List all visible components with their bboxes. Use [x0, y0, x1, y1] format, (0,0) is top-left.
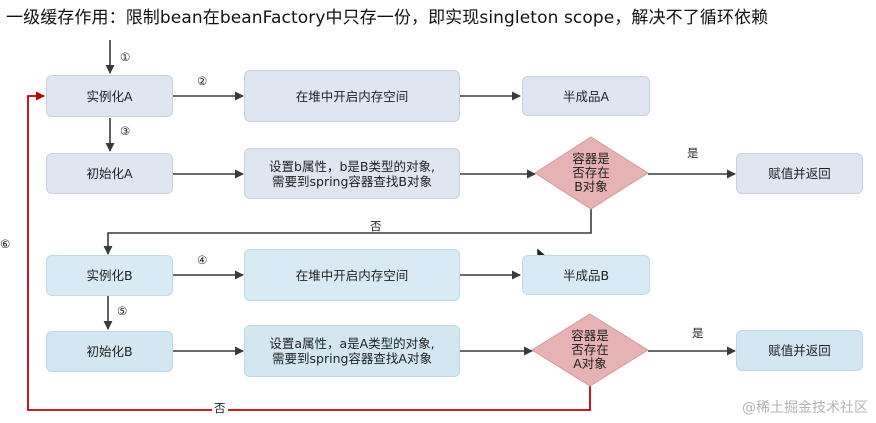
branch-yes-label-1: 是 — [687, 146, 699, 160]
node-set-b-line1: 设置b属性，b是B类型的对象, — [269, 158, 435, 174]
step-label-2: ② — [197, 74, 208, 88]
branch-no-label-1: 否 — [370, 219, 382, 233]
node-assign-return-2: 赋值并返回 — [736, 330, 863, 371]
node-assign-return-1-label: 赋值并返回 — [768, 166, 831, 181]
decision-b-line1: 容器是 — [572, 151, 610, 166]
node-semi-product-a-label: 半成品A — [562, 88, 610, 104]
node-semi-product-b: 半成品B — [522, 255, 650, 295]
node-initialize-b-label: 初始化B — [86, 344, 133, 359]
step-label-6: ⑥ — [0, 237, 11, 251]
node-assign-return-1: 赋值并返回 — [736, 153, 863, 194]
step-label-4: ④ — [197, 253, 208, 267]
node-heap-alloc-a-label: 在堆中开启内存空间 — [295, 88, 409, 104]
decision-a-line2: 否存在 — [571, 342, 609, 357]
node-initialize-b: 初始化B — [46, 331, 173, 372]
page-title: 一级缓存作用：限制bean在beanFactory中只存一份，即实现single… — [6, 8, 769, 28]
node-heap-alloc-a: 在堆中开启内存空间 — [244, 70, 460, 122]
decision-diamond-a — [531, 313, 649, 387]
node-instantiate-a-label: 实例化A — [86, 88, 133, 104]
node-initialize-a: 初始化A — [46, 153, 173, 194]
node-instantiate-b: 实例化B — [46, 255, 173, 296]
node-set-b-line2: 需要到spring容器查找B对象 — [272, 173, 432, 189]
decision-a-line3: A对象 — [573, 356, 607, 371]
branch-yes-label-2: 是 — [692, 326, 704, 340]
decision-a-text: 容器是 否存在 A对象 — [544, 322, 636, 378]
node-set-a-property: 设置a属性，a是A类型的对象, 需要到spring容器查找A对象 — [244, 325, 460, 377]
decision-b-line3: B对象 — [574, 179, 608, 194]
decision-a-line1: 容器是 — [571, 328, 609, 343]
node-assign-return-2-label: 赋值并返回 — [768, 343, 831, 358]
node-set-a-line2: 需要到spring容器查找A对象 — [272, 351, 432, 366]
decision-diamond-b — [534, 136, 649, 210]
arrow-no-1 — [103, 209, 592, 255]
step-label-3: ③ — [120, 124, 131, 138]
arrow-no-2-loop — [27, 91, 591, 411]
decision-b-line2: 否存在 — [572, 165, 610, 180]
step-label-5: ⑤ — [117, 304, 128, 318]
node-heap-alloc-b-label: 在堆中开启内存空间 — [295, 267, 409, 283]
node-heap-alloc-b: 在堆中开启内存空间 — [244, 249, 460, 301]
branch-no-label-2: 否 — [212, 400, 228, 416]
node-instantiate-a: 实例化A — [46, 75, 173, 117]
step-label-1: ① — [120, 50, 131, 64]
node-set-b-property: 设置b属性，b是B类型的对象, 需要到spring容器查找B对象 — [244, 148, 460, 199]
decision-b-text: 容器是 否存在 B对象 — [545, 145, 637, 201]
watermark: @稀土掘金技术社区 — [742, 400, 868, 416]
node-semi-product-b-label: 半成品B — [562, 267, 610, 283]
node-semi-product-a: 半成品A — [522, 76, 650, 116]
node-set-a-line1: 设置a属性，a是A类型的对象, — [269, 336, 435, 351]
node-instantiate-b-label: 实例化B — [86, 268, 133, 283]
node-initialize-a-label: 初始化A — [86, 166, 133, 181]
